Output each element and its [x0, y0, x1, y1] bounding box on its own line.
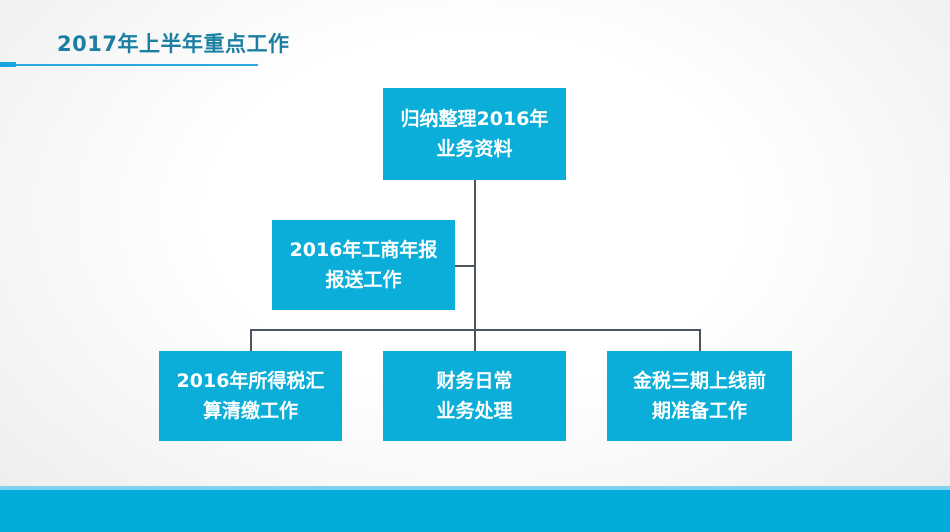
footer-band	[0, 490, 950, 532]
connector-trunk	[474, 180, 476, 329]
title-underline	[16, 64, 258, 66]
footer-band-highlight	[0, 486, 950, 490]
connector-side	[455, 265, 475, 267]
node-root: 归纳整理2016年 业务资料	[383, 88, 566, 180]
title-accent	[0, 62, 16, 67]
connector-child1	[250, 329, 252, 351]
connector-child3	[699, 329, 701, 351]
node-child-1: 2016年所得税汇 算清缴工作	[159, 351, 342, 441]
node-child-2: 财务日常 业务处理	[383, 351, 566, 441]
node-side: 2016年工商年报 报送工作	[272, 220, 455, 310]
slide-title: 2017年上半年重点工作	[57, 32, 290, 56]
connector-child2	[474, 329, 476, 351]
node-child-3: 金税三期上线前 期准备工作	[607, 351, 792, 441]
